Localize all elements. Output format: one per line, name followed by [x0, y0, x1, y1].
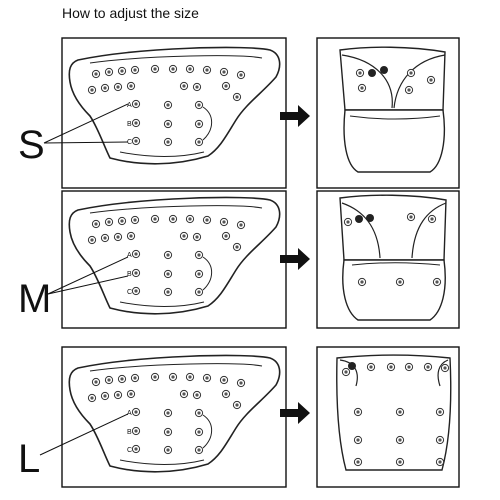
arrow-icon [280, 248, 310, 270]
size-label: S [18, 123, 45, 167]
pointer-line [47, 256, 129, 295]
diagram-title: How to adjust the size [62, 5, 199, 21]
size-label: L [18, 437, 40, 481]
closed-diaper-medium [339, 194, 447, 321]
pointer-line [39, 413, 129, 456]
closed-diaper-large [336, 354, 452, 471]
closed-diaper-small [339, 46, 446, 173]
pointer-line [43, 103, 129, 144]
pointer-line [47, 275, 129, 295]
row-size-l: L [18, 346, 460, 488]
row-size-s: S [18, 37, 460, 189]
arrow-icon [280, 105, 310, 127]
pointer-line [43, 141, 129, 144]
size-label: M [18, 277, 51, 321]
row-size-m: M [18, 190, 460, 329]
arrow-icon [280, 402, 310, 424]
